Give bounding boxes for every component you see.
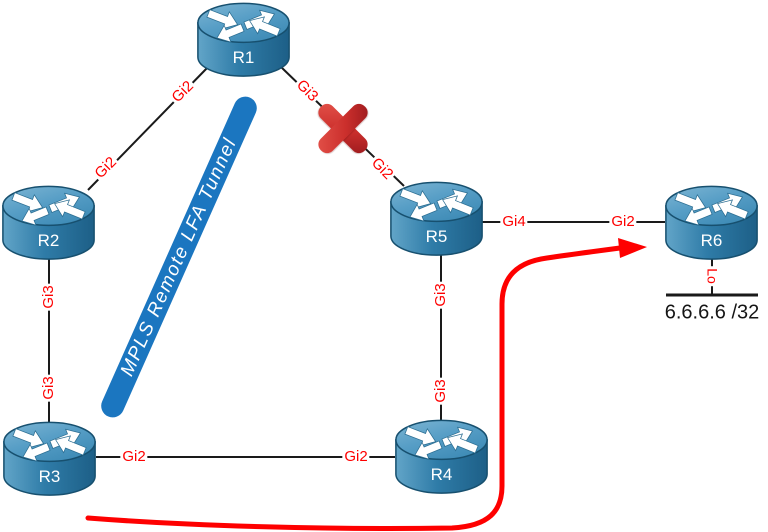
router-label: R5 <box>425 227 448 246</box>
iflabel-r3-gi3: Gi3 <box>40 374 58 402</box>
router-label: R1 <box>232 48 255 67</box>
iflabel-r3-gi2: Gi2 <box>120 448 148 466</box>
router-label: R3 <box>38 467 61 486</box>
iflabel-r6-lo: Lo <box>704 266 721 286</box>
router-r2: R2 <box>1 185 96 261</box>
iflabel-r6-gi2: Gi2 <box>609 213 637 231</box>
router-r4: R4 <box>394 419 489 495</box>
iflabel-r4-gi3: Gi3 <box>432 377 450 405</box>
router-icon <box>665 185 758 260</box>
iflabel-r5-gi4: Gi4 <box>500 213 528 231</box>
router-r5: R5 <box>389 181 484 257</box>
router-label: R2 <box>37 231 60 250</box>
iflabel-r2-gi3: Gi3 <box>40 283 58 311</box>
router-icon <box>2 185 95 260</box>
lan-prefix-label: 6.6.6.6 /32 <box>664 301 760 324</box>
iflabel-r5-gi3: Gi3 <box>432 281 450 309</box>
iflabel-r4-gi2: Gi2 <box>342 448 370 466</box>
router-r3: R3 <box>2 421 97 497</box>
router-label: R4 <box>430 465 453 484</box>
router-icon <box>197 2 290 77</box>
router-r6: R6 <box>664 185 759 261</box>
router-icon <box>3 421 96 496</box>
router-r1: R1 <box>196 2 291 78</box>
router-label: R6 <box>700 231 723 250</box>
